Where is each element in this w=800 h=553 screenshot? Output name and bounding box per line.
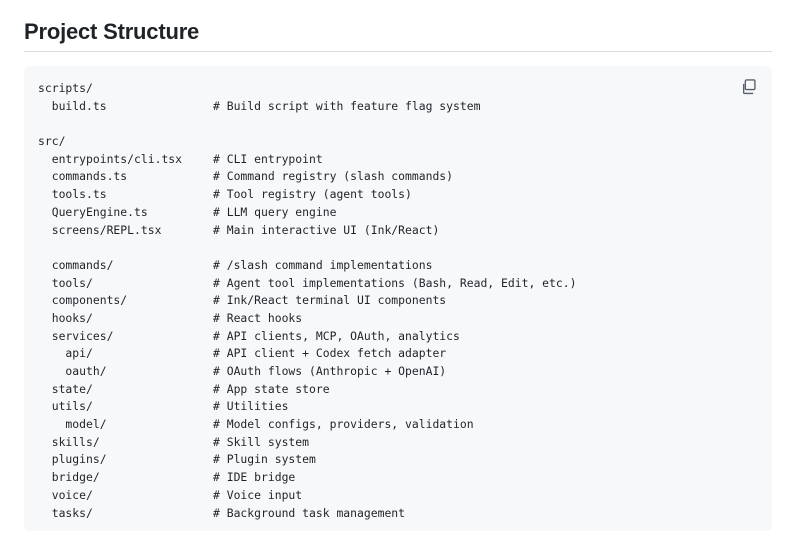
code-line: skills/ # Skill system — [38, 434, 576, 452]
file-path: scripts/ — [38, 81, 93, 95]
path-comment: # Background task management — [213, 505, 406, 520]
path-comment: # Skill system — [213, 434, 310, 449]
section-heading: Project Structure — [24, 19, 200, 44]
path-comment: # Utilities — [213, 399, 289, 414]
code-line: build.ts # Build script with feature flag… — [38, 98, 576, 116]
code-line: tools/ # Agent tool implementations (Bash… — [38, 275, 577, 293]
copy-button[interactable] — [740, 78, 758, 96]
path-comment: # Voice input — [213, 487, 303, 502]
file-path: api/ — [38, 346, 93, 361]
code-line: QueryEngine.ts # LLM query engine — [38, 204, 576, 222]
file-path: hooks/ — [38, 310, 93, 325]
path-comment: # Build script with feature flag system — [213, 98, 481, 113]
path-comment: # IDE bridge — [213, 470, 296, 485]
file-tree: scripts/ build.ts # Build script with fea… — [38, 80, 576, 522]
code-line: commands.ts # Command registry (slash com… — [38, 168, 576, 186]
file-path: services/ — [38, 328, 114, 343]
copy-icon — [742, 79, 756, 95]
file-path: utils/ — [38, 399, 93, 414]
file-path: src/ — [38, 134, 66, 149]
file-path: model/ — [38, 417, 107, 432]
file-path: oauth/ — [38, 364, 107, 378]
file-path: commands/ — [38, 257, 114, 272]
file-path — [38, 115, 213, 133]
file-path: components/ — [38, 293, 128, 308]
path-comment: # OAuth flows (Anthropic + OpenAI) — [213, 364, 447, 378]
file-path: tasks/ — [38, 505, 93, 520]
code-line: bridge/ # IDE bridge — [38, 469, 576, 487]
code-line: voice/ # Voice input — [38, 487, 576, 505]
path-comment: # Ink/React terminal UI components — [213, 293, 447, 308]
file-path: tools.ts — [38, 187, 107, 202]
path-comment: # React hooks — [213, 310, 303, 325]
file-path: QueryEngine.ts — [38, 204, 148, 219]
path-comment: # CLI entrypoint — [213, 151, 323, 166]
path-comment: # Main interactive UI (Ink/React) — [213, 222, 440, 237]
path-comment: # App state store — [213, 381, 330, 396]
path-comment: # API client + Codex fetch adapter — [213, 346, 447, 361]
file-path: skills/ — [38, 434, 100, 449]
path-comment: # /slash command implementations — [213, 257, 433, 272]
path-comment: # Command registry (slash commands) — [213, 169, 454, 184]
file-path: state/ — [38, 381, 93, 396]
file-path: tools/ — [38, 275, 93, 290]
code-line: scripts/ — [38, 80, 576, 98]
code-line: plugins/ # Plugin system — [38, 451, 576, 469]
code-line — [38, 115, 576, 133]
path-comment: # Plugin system — [213, 452, 316, 467]
code-line: tasks/ # Background task management — [38, 505, 576, 523]
code-line: oauth/ # OAuth flows (Anthropic + OpenAI) — [38, 363, 576, 381]
path-comment: # Tool registry (agent tools) — [213, 187, 412, 202]
code-block: scripts/ build.ts # Build script with fea… — [24, 66, 772, 531]
code-line: utils/ # Utilities — [38, 398, 576, 416]
heading-divider — [24, 51, 772, 52]
code-line: state/ # App state store — [38, 381, 576, 399]
code-line: model/ # Model configs, providers, valida… — [38, 416, 576, 434]
path-comment: # API clients, MCP, OAuth, analytics — [213, 328, 460, 343]
code-line: api/ # API client + Codex fetch adapter — [38, 345, 576, 363]
code-line — [38, 239, 576, 257]
path-comment: # LLM query engine — [213, 204, 337, 219]
code-line: tools.ts # Tool registry (agent tools) — [38, 186, 576, 204]
path-comment: # Model configs, providers, validation — [213, 417, 474, 432]
code-line: commands/ # /slash command implementation… — [38, 257, 576, 275]
code-line: hooks/ # React hooks — [38, 310, 576, 328]
file-path: voice/ — [38, 487, 93, 502]
file-path: plugins/ — [38, 452, 107, 467]
file-path — [38, 239, 213, 257]
file-path: build.ts — [38, 98, 107, 113]
file-path: screens/REPL.tsx — [38, 222, 162, 237]
file-path: entrypoints/cli.tsx — [38, 151, 183, 166]
path-comment: # Agent tool implementations (Bash, Read… — [213, 275, 577, 290]
code-line: services/ # API clients, MCP, OAuth, anal… — [38, 328, 576, 346]
code-line: src/ — [38, 133, 576, 151]
file-path: bridge/ — [38, 470, 100, 485]
code-line: screens/REPL.tsx # Main interactive UI (I… — [38, 222, 576, 240]
code-line: entrypoints/cli.tsx # CLI entrypoint — [38, 151, 576, 169]
file-path: commands.ts — [38, 169, 128, 184]
code-line: components/ # Ink/React terminal UI compo… — [38, 292, 576, 310]
